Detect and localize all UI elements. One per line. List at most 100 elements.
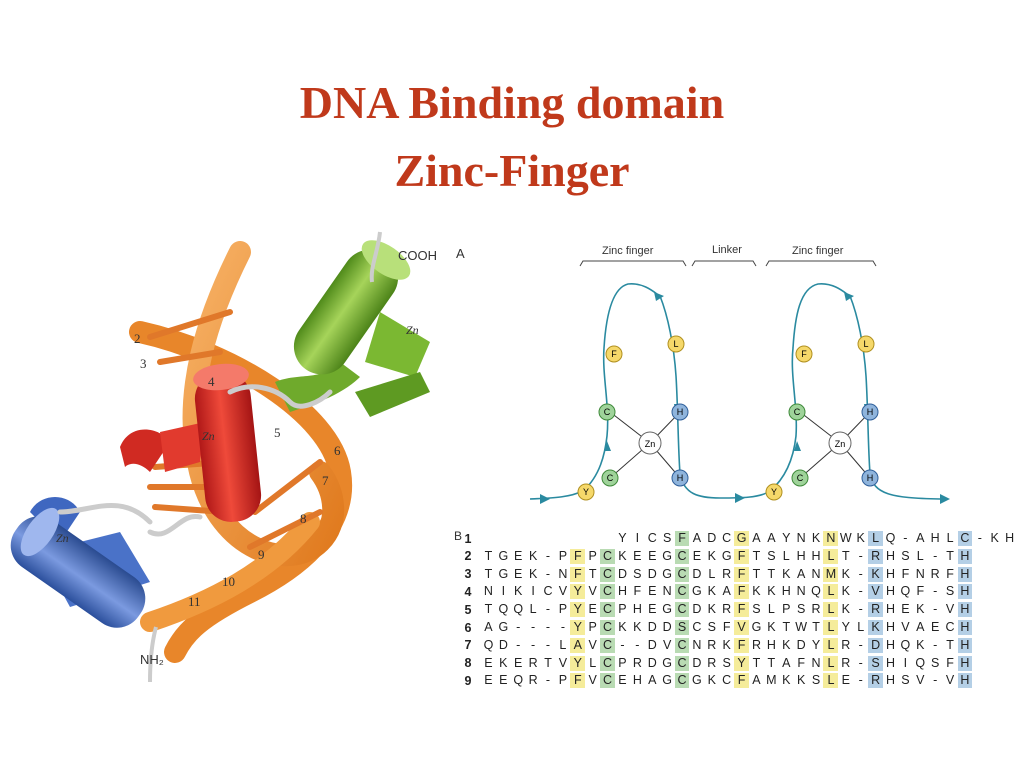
residue-cell: D — [662, 620, 672, 634]
residue-cell: C — [945, 620, 955, 634]
residue-zn1: Zn — [645, 439, 656, 449]
residue-cell: L — [823, 637, 839, 653]
residue-cell: L — [868, 531, 884, 546]
residue-cell: I — [531, 584, 535, 599]
residue-cell: D — [498, 637, 508, 652]
residue-cell: C — [674, 637, 690, 653]
residue-cell: G — [734, 531, 750, 546]
residue-cell: N — [662, 584, 672, 599]
zn-label-green: Zn — [406, 323, 419, 337]
residue-cell: - — [545, 673, 551, 688]
residue-cell: D — [647, 620, 657, 634]
residue-cell: N — [796, 584, 806, 599]
residue-cell: N — [692, 637, 702, 652]
residue-cell: G — [721, 548, 732, 563]
residue-cell: V — [558, 584, 568, 599]
n-terminus-tail — [148, 626, 158, 682]
residue-cell: T — [946, 548, 954, 563]
residue-cell: T — [767, 655, 776, 670]
residue-cell: E — [588, 602, 597, 617]
residue-cell: V — [945, 602, 955, 617]
residue-c1a: C — [604, 407, 611, 417]
residue-cell: C — [722, 531, 732, 545]
residue-cell: L — [857, 620, 865, 634]
residue-cell: H — [957, 673, 973, 689]
sequence-row-number: 1 — [464, 531, 472, 546]
residue-cell: S — [722, 655, 731, 670]
residue-cell: D — [617, 566, 627, 581]
residue-cell: L — [823, 602, 839, 618]
residue-cell — [541, 531, 556, 546]
header-zinc-finger-1: Zinc finger — [602, 245, 654, 257]
residue-cell: F — [734, 637, 750, 653]
residue-cell: T — [588, 566, 597, 581]
residue-cell: L — [708, 566, 716, 581]
residue-cell: A — [916, 531, 925, 545]
residue-cell: A — [767, 531, 776, 545]
cooh-label: COOH — [398, 248, 437, 263]
residue-cell: - — [933, 673, 938, 688]
residue-cell: K — [841, 584, 850, 599]
residue-cell: G — [692, 673, 702, 688]
residue-cell: E — [618, 673, 627, 688]
residue-cell: C — [674, 548, 690, 564]
base-label-8: 8 — [300, 511, 307, 526]
header-zinc-finger-2: Zinc finger — [792, 245, 844, 257]
residue-cell — [555, 531, 570, 546]
residue-cell: K — [811, 531, 821, 545]
residue-cell: T — [812, 620, 820, 634]
residue-cell: R — [751, 637, 761, 652]
residue-cell: K — [782, 673, 791, 688]
residue-cell: K — [707, 584, 716, 599]
residue-cell: K — [841, 602, 850, 617]
peptide-linker — [57, 384, 333, 537]
residue-cell: T — [484, 548, 493, 563]
base-label-5: 5 — [274, 425, 281, 440]
residue-cell: Q — [900, 584, 911, 599]
residue-cell: K — [752, 584, 761, 599]
residue-cell: - — [933, 584, 938, 599]
residue-cell: Y — [570, 584, 586, 600]
residue-cell: Y — [570, 655, 586, 671]
residue-cell: R — [707, 637, 717, 652]
residue-cell: F — [946, 566, 954, 581]
residue-cell: H — [957, 620, 973, 635]
residue-cell: - — [545, 566, 551, 581]
residue-cell: I — [903, 655, 908, 670]
residue-cell: T — [767, 566, 776, 581]
slide-title-line1: DNA Binding domain — [299, 77, 725, 128]
residue-cell: P — [618, 602, 627, 617]
residue-cell: E — [841, 673, 850, 688]
residue-cell: L — [823, 673, 839, 689]
header-brackets — [579, 260, 877, 267]
residue-cell: I — [501, 584, 506, 599]
residue-cell — [511, 531, 526, 546]
residue-cell: L — [823, 548, 839, 564]
residue-cell: V — [662, 637, 672, 652]
residue-cell: Y — [841, 620, 850, 634]
residue-cell: - — [531, 620, 536, 634]
residue-cell: D — [692, 566, 702, 581]
residue-cell: H — [957, 602, 973, 618]
zinc-finger-schematic: A Zinc finger Linker Zinc finger F — [456, 244, 950, 504]
residue-cell: L — [589, 655, 597, 670]
residue-cell: D — [707, 531, 717, 545]
residue-cell: V — [588, 673, 597, 688]
residue-h2b: H — [867, 473, 874, 483]
residue-cell: L — [946, 531, 954, 545]
residue-cell: Q — [513, 673, 524, 688]
residue-cell: K — [916, 602, 925, 617]
sequence-row-number: 3 — [464, 567, 472, 582]
residue-cell — [600, 531, 615, 546]
residue-cell: R — [722, 566, 732, 581]
residue-cell: Q — [915, 655, 926, 670]
residue-cell: P — [588, 620, 597, 634]
residue-cell: K — [868, 620, 884, 635]
residue-cell: R — [930, 566, 940, 581]
residue-cell: S — [930, 655, 940, 670]
residue-cell: H — [957, 566, 973, 582]
residue-cell: T — [752, 566, 761, 581]
